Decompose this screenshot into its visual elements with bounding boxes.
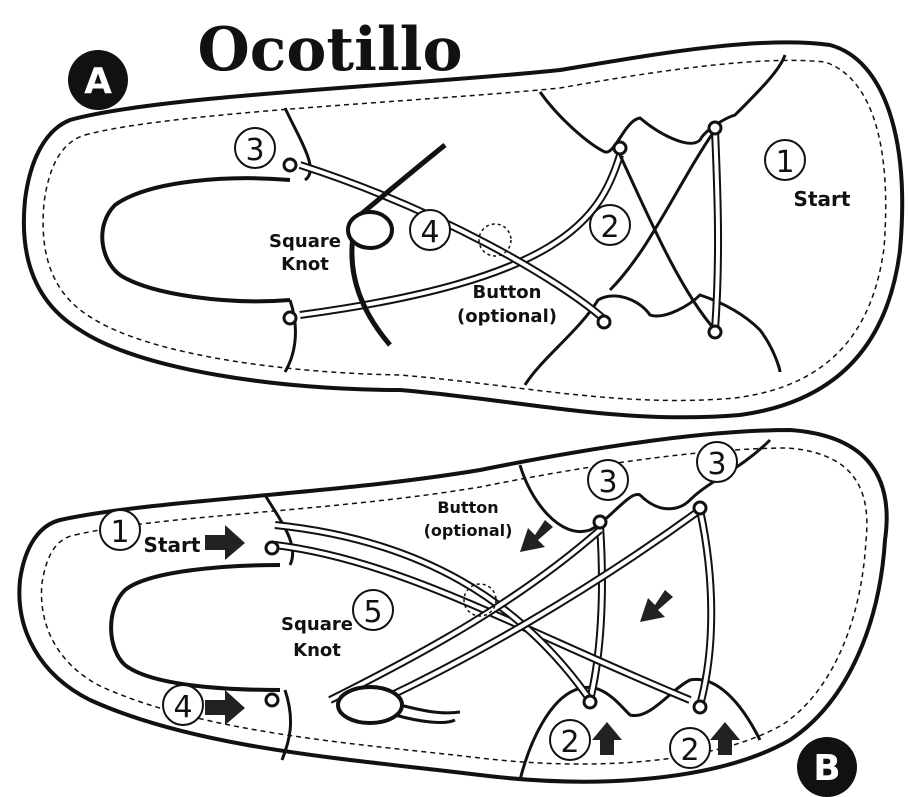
square-knot-label-a-line2: Knot xyxy=(281,254,329,275)
panel-a: A 1 Start 2 3 4 Square Knot Button (opti… xyxy=(24,42,902,417)
button-label-a-line1: Button xyxy=(473,282,542,303)
lace-hole-b-3 xyxy=(594,516,606,528)
step-b-2b: 2 xyxy=(680,733,699,768)
square-knot-label-a-line1: Square xyxy=(269,231,341,252)
square-knot-a xyxy=(348,212,392,248)
lace-hole-a-3 xyxy=(614,142,626,154)
panel-a-badge-letter: A xyxy=(84,61,112,102)
step-b-1: 1 xyxy=(110,515,129,550)
diagram-title: Ocotillo xyxy=(198,15,463,85)
lace-hole-b-2 xyxy=(266,694,278,706)
panel-b: B 1 Start 2 2 3 3 4 5 Square Knot Button… xyxy=(19,430,886,797)
lace-hole-b-5 xyxy=(694,502,706,514)
lace-hole-a-5 xyxy=(709,122,721,134)
square-knot-label-b-line1: Square xyxy=(281,614,353,635)
lace-hole-a-2 xyxy=(284,312,296,324)
step-a-4: 4 xyxy=(420,215,439,250)
lace-hole-b-4 xyxy=(584,696,596,708)
button-label-b-line2: (optional) xyxy=(424,521,513,540)
sole-outline-b xyxy=(19,430,886,782)
step-b-3a: 3 xyxy=(598,465,617,500)
start-label-a: Start xyxy=(794,187,851,211)
step-a-3: 3 xyxy=(245,133,264,168)
lace-hole-a-1 xyxy=(284,159,296,171)
lace-hole-a-6 xyxy=(709,326,721,338)
step-b-2a: 2 xyxy=(560,725,579,760)
square-knot-label-b-line2: Knot xyxy=(293,640,341,661)
square-knot-b xyxy=(338,687,402,723)
lace-hole-b-6 xyxy=(694,701,706,713)
step-b-3b: 3 xyxy=(707,447,726,482)
step-a-2: 2 xyxy=(600,210,619,245)
panel-b-badge-letter: B xyxy=(813,748,840,789)
lace-hole-a-4 xyxy=(598,316,610,328)
start-label-b: Start xyxy=(144,533,201,557)
lace-hole-b-1 xyxy=(266,542,278,554)
button-label-b-line1: Button xyxy=(437,498,498,517)
step-b-4: 4 xyxy=(173,690,192,725)
step-a-1: 1 xyxy=(775,145,794,180)
button-label-a-line2: (optional) xyxy=(457,306,557,327)
step-b-5: 5 xyxy=(363,595,382,630)
